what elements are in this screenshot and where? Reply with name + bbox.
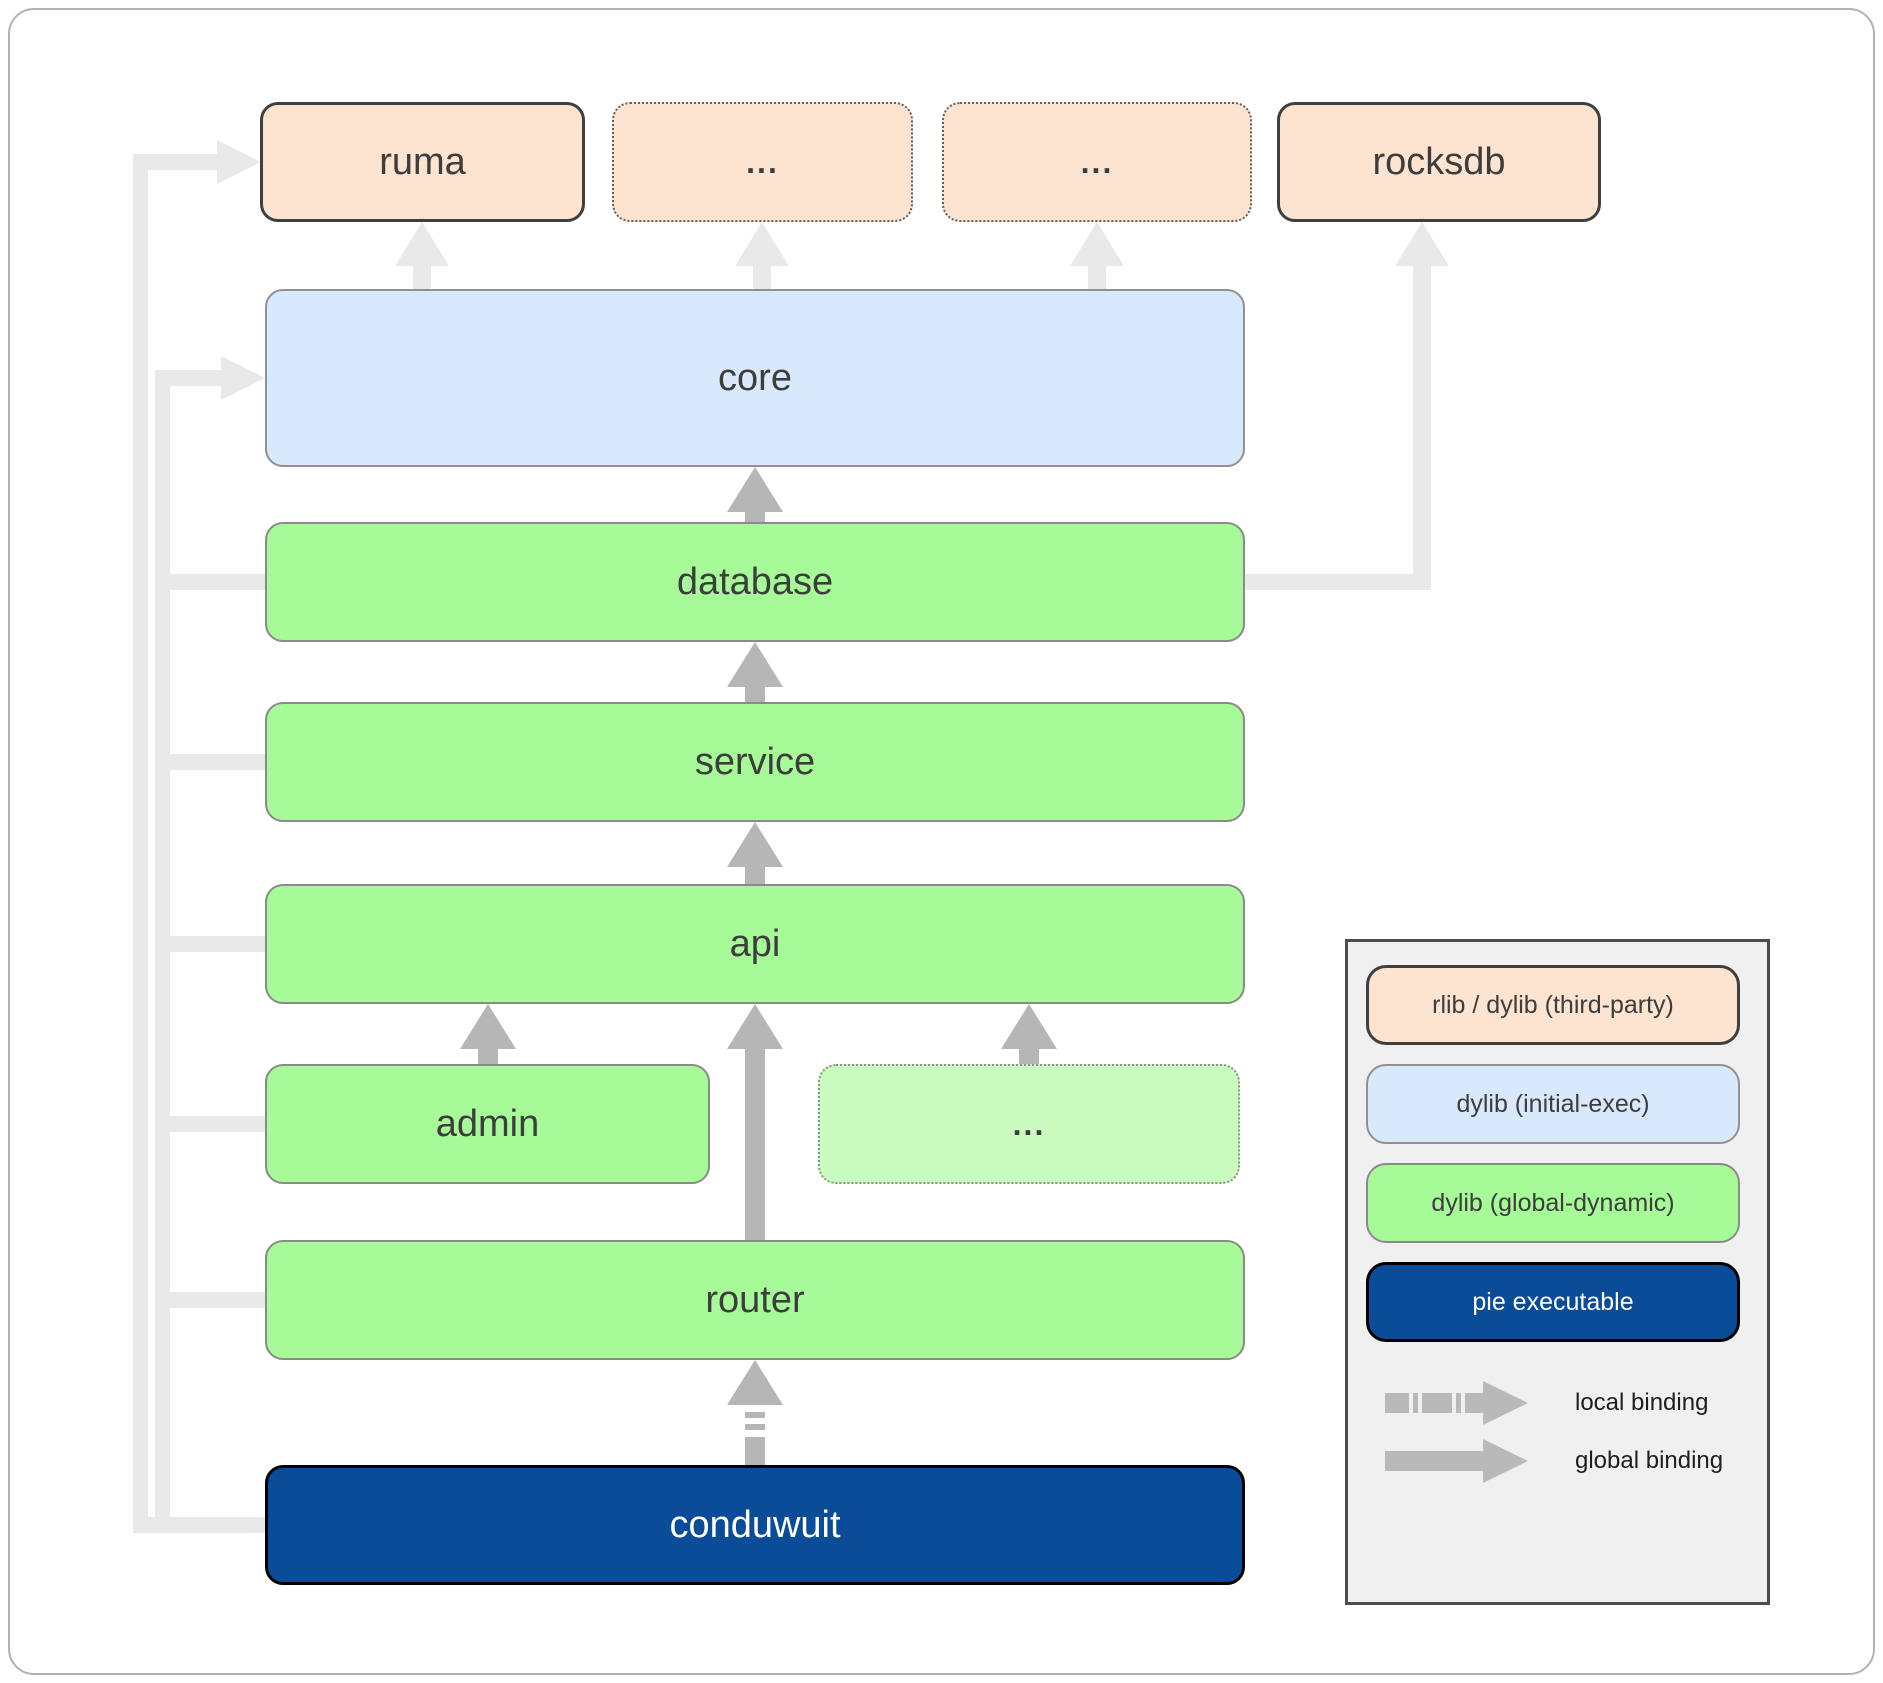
shaft-dots-to-api (1019, 1047, 1039, 1064)
muted-shaft-core-to-ruma (413, 264, 431, 289)
legend-third-party-label: rlib / dylib (third-party) (1432, 990, 1674, 1019)
node-dylib-dots-c: ... (818, 1064, 1240, 1184)
legend-global-binding-text: global binding (1575, 1447, 1724, 1474)
muted-arrowhead-core-to-dots-a (735, 222, 789, 266)
legend-local-arrow-seg4 (1456, 1393, 1461, 1413)
legend-panel: rlib / dylib (third-party) dylib (initia… (1345, 939, 1770, 1605)
node-ruma: ruma (260, 102, 585, 222)
arrowhead-dots-to-api (1001, 1004, 1057, 1049)
arrowhead-service-to-database (727, 642, 783, 687)
node-admin-label: admin (435, 1102, 540, 1145)
bus-arrowhead-ruma (217, 140, 261, 184)
legend-global-arrowhead (1483, 1439, 1528, 1483)
bus-stub-api (163, 936, 265, 952)
bus-bottom-link-conduwuit (133, 1517, 265, 1533)
node-dots-b-label: ... (1080, 143, 1114, 180)
shaft-admin-to-api (478, 1047, 498, 1064)
node-dots-c-label: ... (1012, 1105, 1046, 1142)
node-rocksdb-label: rocksdb (1372, 140, 1506, 183)
shaft-api-to-service (745, 865, 765, 884)
bus-inner-vertical-line (155, 370, 170, 1525)
arrowhead-api-to-service (727, 822, 783, 867)
node-api-label: api (729, 922, 781, 965)
arrowhead-admin-to-api (460, 1004, 516, 1049)
legend-third-party-swatch: rlib / dylib (third-party) (1366, 965, 1740, 1045)
page-border (8, 8, 1875, 1675)
legend-initial-exec-label: dylib (initial-exec) (1456, 1089, 1650, 1118)
muted-arrowhead-core-to-ruma (395, 222, 449, 266)
dash-conduwuit-to-router-2 (745, 1424, 765, 1430)
node-dots-a-label: ... (746, 143, 779, 180)
legend-global-arrow-shaft (1385, 1451, 1483, 1471)
muted-shaft-core-to-dots-b (1088, 264, 1106, 289)
legend-global-binding-label: global binding (1575, 1439, 1765, 1483)
legend-initial-exec-swatch: dylib (initial-exec) (1366, 1064, 1740, 1144)
arrowhead-database-to-core (727, 467, 783, 512)
muted-link-database-rocksdb-vertical (1413, 264, 1431, 590)
dash-conduwuit-to-router-3 (745, 1437, 765, 1465)
bus-link-core (155, 370, 222, 386)
node-rocksdb: rocksdb (1277, 102, 1601, 222)
dash-conduwuit-to-router-1 (745, 1412, 765, 1418)
node-core-label: core (718, 356, 792, 399)
legend-local-arrowhead (1483, 1381, 1528, 1425)
node-api: api (265, 884, 1245, 1004)
node-router: router (265, 1240, 1245, 1360)
legend-local-arrow-seg1 (1385, 1393, 1409, 1413)
node-router-label: router (705, 1278, 805, 1321)
bus-stub-admin (163, 1116, 265, 1132)
node-ruma-label: ruma (379, 140, 466, 183)
shaft-service-to-database (745, 685, 765, 702)
legend-pie-executable-swatch: pie executable (1366, 1262, 1740, 1342)
legend-global-dynamic-swatch: dylib (global-dynamic) (1366, 1163, 1740, 1243)
node-third-party-dots-a: ... (612, 102, 913, 222)
node-service: service (265, 702, 1245, 822)
bus-link-ruma (133, 154, 218, 170)
legend-local-arrow-seg3 (1422, 1393, 1452, 1413)
muted-arrowhead-core-to-dots-b (1070, 222, 1124, 266)
bus-arrowhead-core (221, 356, 265, 400)
bus-stub-service (163, 754, 265, 770)
arrowhead-router-to-api (727, 1004, 783, 1049)
shaft-router-to-api (745, 1047, 765, 1240)
legend-local-binding-text: local binding (1575, 1389, 1709, 1416)
bus-stub-router (163, 1292, 265, 1308)
muted-shaft-core-to-dots-a (753, 264, 771, 289)
node-admin: admin (265, 1064, 710, 1184)
legend-local-arrow-seg2 (1413, 1393, 1418, 1413)
muted-arrowhead-rocksdb (1395, 222, 1449, 266)
node-service-label: service (694, 740, 816, 783)
node-conduwuit: conduwuit (265, 1465, 1245, 1585)
node-core: core (265, 289, 1245, 467)
node-database: database (265, 522, 1245, 642)
legend-global-dynamic-label: dylib (global-dynamic) (1431, 1188, 1675, 1217)
muted-link-database-rocksdb-horizontal (1245, 574, 1431, 590)
legend-local-binding-label: local binding (1575, 1381, 1765, 1425)
node-third-party-dots-b: ... (942, 102, 1252, 222)
legend-local-arrow-seg5 (1465, 1393, 1483, 1413)
shaft-database-to-core (745, 510, 765, 522)
bus-outer-vertical-line (133, 154, 148, 1533)
node-conduwuit-label: conduwuit (669, 1503, 841, 1546)
legend-pie-executable-label: pie executable (1472, 1287, 1634, 1316)
bus-stub-database (163, 574, 265, 590)
arrowhead-conduwuit-to-router (727, 1360, 783, 1405)
node-database-label: database (676, 560, 834, 603)
